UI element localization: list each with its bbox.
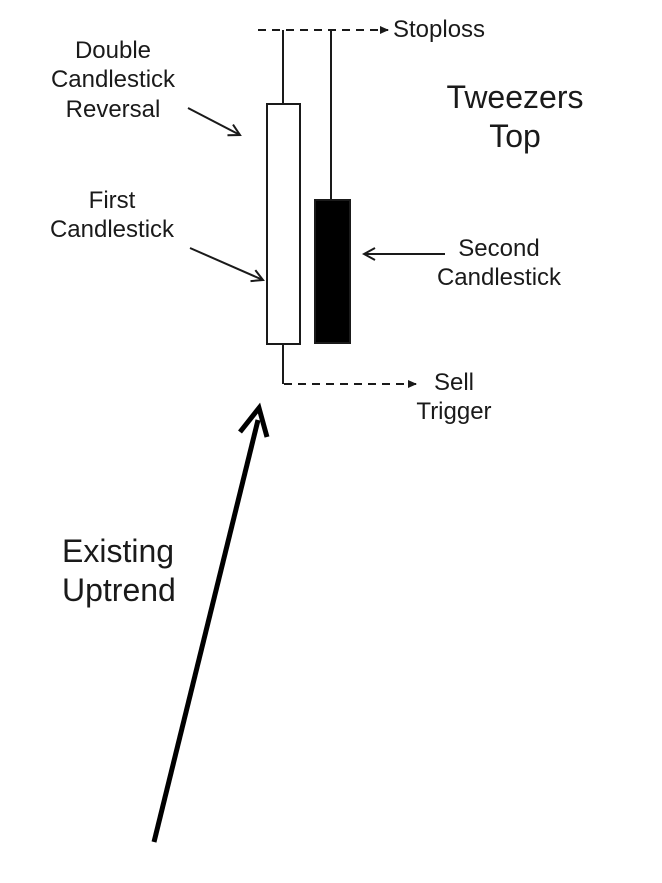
- title-line-2: Top: [489, 118, 541, 155]
- second-candlestick-label: Second Candlestick: [436, 235, 562, 292]
- first-candlestick-arrow: [189, 247, 263, 280]
- existing-uptrend-label: Existing Uptrend: [62, 533, 176, 609]
- first-candlestick-label: First Candlestick: [49, 187, 175, 244]
- sell-trigger-label: Sell Trigger: [416, 369, 492, 426]
- first-candle-body: [266, 103, 301, 345]
- title-line-1: Tweezers: [446, 79, 584, 115]
- double-candlestick-reversal-label: Double Candlestick Reversal: [50, 37, 176, 123]
- stoploss-label: Stoploss: [393, 16, 486, 43]
- second-candle-body: [314, 199, 351, 344]
- diagram-title: Tweezers Top: [430, 78, 600, 156]
- existing-uptrend-arrow-head: [238, 402, 270, 438]
- existing-uptrend-arrow-shaft: [151, 419, 261, 843]
- double-candlestick-reversal-arrow: [187, 107, 240, 135]
